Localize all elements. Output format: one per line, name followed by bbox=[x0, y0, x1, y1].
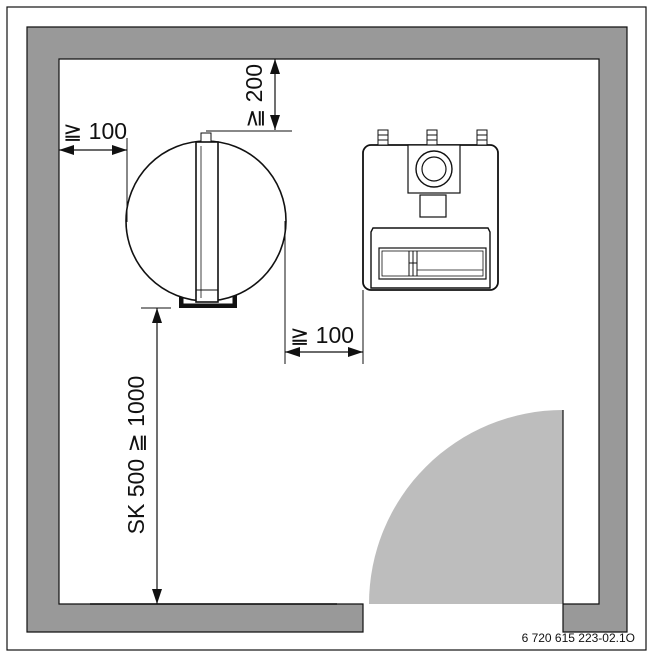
flue-inner bbox=[421, 156, 447, 182]
dimension-front: SK 500 ≧ 1000 bbox=[123, 307, 171, 604]
label-top-clearance: ≧ 200 bbox=[241, 64, 267, 128]
boiler-unit bbox=[362, 129, 499, 291]
dimension-top: ≧ 200 bbox=[206, 59, 292, 132]
door-swing bbox=[369, 410, 563, 604]
reference-code: 6 720 615 223-02.1O bbox=[522, 631, 635, 645]
boiler-connection-left bbox=[377, 129, 389, 146]
tank-top-fitting bbox=[200, 132, 212, 143]
label-left-clearance: ≧ 100 bbox=[63, 118, 127, 144]
room-walls bbox=[26, 26, 628, 633]
boiler-connection-right bbox=[476, 129, 488, 146]
dimension-left: ≧ 100 bbox=[59, 118, 128, 222]
boiler-connection-middle bbox=[426, 129, 438, 146]
label-side-clearance: ≧ 100 bbox=[290, 322, 354, 348]
storage-tank bbox=[125, 132, 287, 308]
label-front-clearance: SK 500 ≧ 1000 bbox=[123, 376, 149, 535]
dimension-side: ≧ 100 bbox=[284, 221, 364, 364]
tank-column bbox=[195, 141, 219, 303]
boiler-small-panel bbox=[419, 194, 447, 218]
